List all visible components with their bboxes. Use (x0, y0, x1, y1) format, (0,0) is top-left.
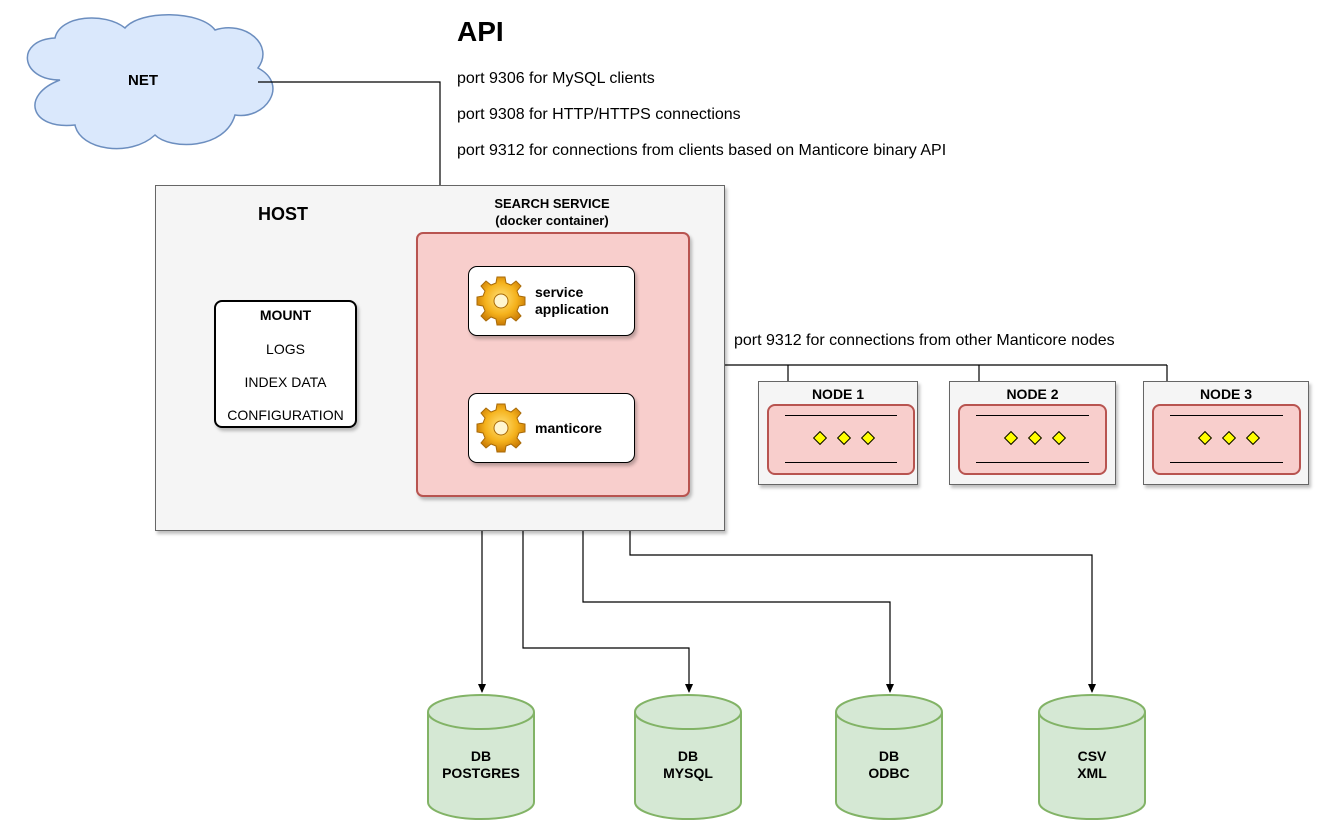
api-port-9312: port 9312 for connections from clients b… (457, 142, 947, 159)
service-application-line1: service (535, 284, 584, 300)
database-icon (835, 694, 943, 820)
node-diamond (812, 430, 828, 446)
node-divider (1170, 462, 1283, 463)
node-label: NODE 1 (811, 386, 865, 402)
node-diamond (1027, 430, 1043, 446)
mount-box: MOUNT LOGS INDEX DATA CONFIGURATION (214, 300, 357, 428)
node-divider (976, 415, 1089, 416)
net-to-service-connector (258, 81, 444, 232)
db-mysql-line1: DB (677, 748, 699, 764)
node-label: NODE 3 (1199, 386, 1253, 402)
db-odbc-label: DB ODBC (836, 748, 942, 782)
db-odbc-connector (582, 497, 894, 693)
api-port-9306: port 9306 for MySQL clients (457, 70, 655, 87)
db-odbc-line1: DB (878, 748, 900, 764)
mount-item-configuration: CONFIGURATION (227, 407, 344, 423)
api-port-9308: port 9308 for HTTP/HTTPS connections (457, 106, 741, 123)
cloud-icon (26, 14, 274, 150)
search-service-title-line2: (docker container) (495, 213, 609, 228)
mount-title: MOUNT (259, 307, 312, 323)
csv-xml-line2: XML (1077, 765, 1107, 781)
database-icon (634, 694, 742, 820)
db-postgres-line1: DB (470, 748, 492, 764)
node-1: NODE 1 (758, 381, 918, 485)
nodes-port-label: port 9312 for connections from other Man… (734, 332, 1115, 349)
host-label: HOST (258, 204, 309, 224)
service-application-card: service application (468, 266, 635, 336)
search-service-title: SEARCH SERVICE (docker container) (470, 195, 634, 229)
node-divider (785, 462, 897, 463)
node-diamond (1245, 430, 1261, 446)
search-service-title-line1: SEARCH SERVICE (494, 196, 610, 211)
gear-icon (476, 403, 526, 453)
gear-icon (476, 276, 526, 326)
node-diamond (836, 430, 852, 446)
database-icon (1038, 694, 1146, 820)
node-divider (976, 462, 1089, 463)
node-container (767, 404, 915, 475)
mount-item-logs: LOGS (266, 341, 305, 357)
node-diamond (1051, 430, 1067, 446)
csv-xml-label: CSV XML (1039, 748, 1145, 782)
cloud-shape (26, 14, 274, 150)
node-diamond (1197, 430, 1213, 446)
manticore-card: manticore (468, 393, 635, 463)
node-divider (1170, 415, 1283, 416)
database-icon (427, 694, 535, 820)
node-2: NODE 2 (949, 381, 1116, 485)
csv-xml-line1: CSV (1077, 748, 1107, 764)
node-diamond (1221, 430, 1237, 446)
node-diamond (1003, 430, 1019, 446)
node-container (958, 404, 1107, 475)
db-mysql-connector (522, 497, 693, 693)
manticore-label: manticore (535, 419, 602, 436)
mount-item-index-data: INDEX DATA (244, 374, 327, 390)
service-application-label: service application (535, 284, 609, 318)
node-label: NODE 2 (1006, 386, 1059, 402)
db-mysql-line2: MYSQL (663, 765, 713, 781)
node-container (1152, 404, 1301, 475)
service-application-line2: application (535, 301, 609, 317)
db-mysql-label: DB MYSQL (635, 748, 741, 782)
node-diamond (860, 430, 876, 446)
db-odbc-line2: ODBC (868, 765, 910, 781)
node-divider (785, 415, 897, 416)
node-3: NODE 3 (1143, 381, 1309, 485)
api-title: API (457, 16, 504, 47)
db-postgres-label: DB POSTGRES (428, 748, 534, 782)
db-postgres-line2: POSTGRES (442, 765, 520, 781)
net-label: NET (128, 72, 158, 89)
